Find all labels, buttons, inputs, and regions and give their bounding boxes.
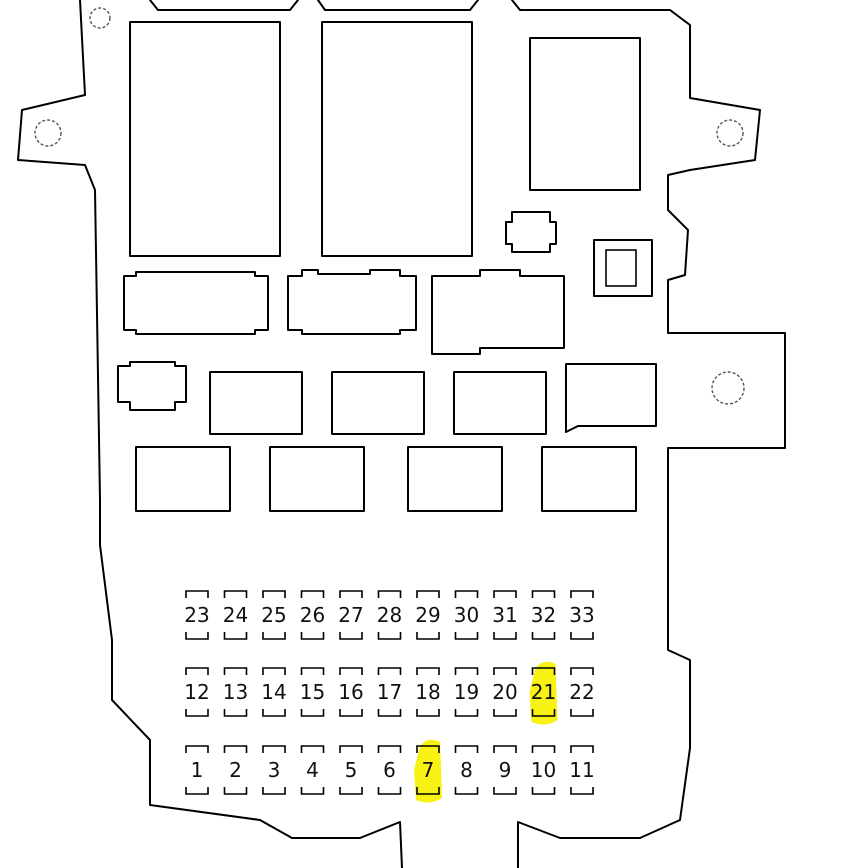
fuse-slot: 4 [300,745,325,795]
fuse-number: 18 [415,680,440,704]
fuse-number: 16 [338,680,363,704]
relay [407,446,503,512]
fuse-number: 3 [268,758,281,782]
relay-large [529,37,641,191]
fuse-number: 21 [531,680,556,704]
fuse-number: 10 [531,758,556,782]
relay [541,446,637,512]
fuse-number: 17 [377,680,402,704]
fuse-slot: 7 [416,745,440,795]
relay-large [321,21,473,257]
fuse-number: 7 [422,758,435,782]
fuse-slot: 5 [339,745,363,795]
mounting-hole [34,119,62,147]
fuse-slot: 10 [531,745,556,795]
fuse-slot: 21 [531,667,556,717]
fuse-slot: 27 [338,590,364,640]
fuse-number: 30 [454,603,479,627]
fuse-box-outline [17,0,786,868]
relay-square [593,239,653,297]
fuse-slot: 15 [300,667,325,717]
fuse-number: 32 [531,603,556,627]
connector-small [505,211,557,253]
fuse-number: 9 [499,758,512,782]
fuse-slot: 33 [569,590,595,640]
connector-wide [287,269,417,335]
relay [331,371,425,435]
connector-small [117,361,187,411]
fuse-slot: 11 [569,745,595,795]
fuse-slot: 6 [377,745,402,795]
fuse-number: 25 [261,603,286,627]
fuse-slot: 26 [300,590,325,640]
fuse-slot: 17 [377,667,402,717]
fuse-slot: 32 [531,590,556,640]
mounting-hole [89,7,111,29]
fuse-highlight [529,661,558,725]
fuse-slot: 16 [338,667,364,717]
fuse-number: 1 [191,758,204,782]
fuse-slot: 31 [492,590,518,640]
connector-wide [123,271,269,335]
fuse-slot: 20 [492,667,518,717]
fuse-number: 27 [338,603,363,627]
fuse-slot: 23 [184,590,210,640]
fuse-slot: 30 [454,590,479,640]
fuse-number: 2 [229,758,242,782]
fuse-number: 4 [306,758,319,782]
fuse-slot: 29 [415,590,441,640]
fuse-number: 13 [223,680,248,704]
fuse-number: 12 [184,680,209,704]
fuse-number: 14 [261,680,286,704]
relay [269,446,365,512]
fuse-slot: 3 [262,745,286,795]
fuse-slot: 13 [223,667,248,717]
top-notch [317,0,479,11]
fuse-number: 33 [569,603,594,627]
relay [565,363,657,433]
fuse-slot: 14 [261,667,287,717]
fuse-number: 8 [460,758,473,782]
fuse-number: 5 [345,758,358,782]
fuse-slot: 8 [454,745,479,795]
fuse-slot: 28 [377,590,402,640]
fuse-slot: 18 [415,667,441,717]
fuse-number: 31 [492,603,517,627]
fuse-number: 29 [415,603,440,627]
fuse-slot: 22 [569,667,595,717]
mounting-hole [716,119,744,147]
mounting-hole [711,371,745,405]
fuse-highlight [414,739,442,803]
fuse-number: 24 [223,603,248,627]
top-notch [149,0,299,11]
highlight-layer [414,661,558,803]
fuse-slot: 1 [185,745,209,795]
connector-wide [431,269,565,355]
fuse-number: 28 [377,603,402,627]
fuse-slot: 12 [184,667,210,717]
fuse-slot: 25 [261,590,287,640]
relay [135,446,231,512]
fuse-number: 15 [300,680,325,704]
fuse-number: 11 [569,758,594,782]
fuse-slot: 24 [223,590,248,640]
fuse-number: 6 [383,758,396,782]
relay-large [129,21,281,257]
fuse-number: 19 [454,680,479,704]
fuse-slot: 19 [454,667,479,717]
fuse-slot: 2 [223,745,248,795]
fuse-slot: 9 [493,745,517,795]
fuse-number: 23 [184,603,209,627]
fuse-number: 22 [569,680,594,704]
fuse-number: 20 [492,680,517,704]
relay-square-inner [605,249,637,287]
relay [209,371,303,435]
relay [453,371,547,435]
fuse-number: 26 [300,603,325,627]
